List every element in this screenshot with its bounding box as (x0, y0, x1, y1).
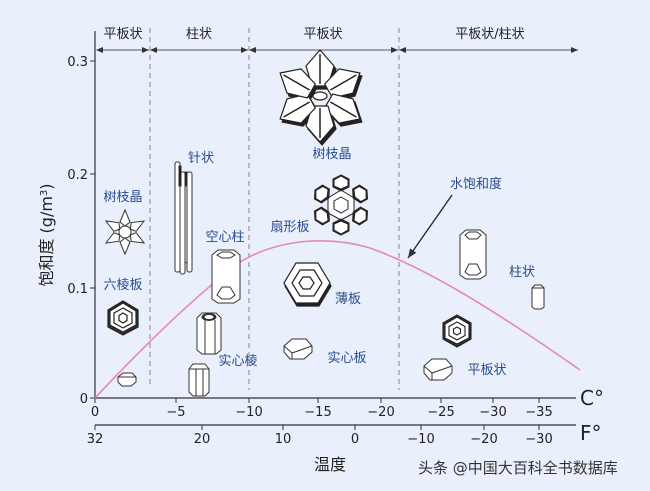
crystal-labels: 树枝晶 六棱板 针状 空心柱 实心棱 树枝晶 扇形板 薄板 实心板 水饱和度 柱… (103, 147, 535, 378)
y-tick-0.3: 0.3 (67, 55, 88, 70)
region-dividers (149, 28, 400, 390)
f-tick-0: 0 (351, 432, 359, 447)
label-sector-plate: 扇形板 (270, 219, 309, 235)
saturation-arrow (407, 194, 453, 259)
c-tick-minus25: −25 (427, 405, 454, 420)
label-dendrite-left: 树枝晶 (103, 190, 142, 205)
small-column-icon (531, 284, 545, 310)
watermark-text: 头条 @中国大百科全书数据库 (418, 459, 618, 477)
label-needle: 针状 (188, 151, 214, 166)
c-unit-label: C° (580, 386, 604, 410)
c-tick-0: 0 (91, 405, 99, 420)
label-plate: 平板状 (467, 363, 506, 378)
hex-plate-icon (107, 300, 139, 336)
x-axis-title: 温度 (314, 455, 346, 474)
region-label-plate-1: 平板状 (103, 27, 142, 42)
y-tick-0.1: 0.1 (67, 282, 88, 297)
f-tick-minus10: −10 (407, 432, 434, 447)
hollow-column-icon (211, 249, 241, 304)
c-tick-minus35: −35 (525, 405, 552, 420)
region-labels: 平板状 柱状 平板状 平板状/柱状 (103, 27, 524, 42)
label-solid-plate: 实心板 (327, 351, 366, 366)
label-water-saturation: 水饱和度 (450, 176, 502, 192)
f-unit-label: F° (580, 421, 602, 445)
y-axis-title: 饱和度 (g/m3) (37, 183, 56, 286)
x-axis-celsius: 0 −5 −10 −15 −20 −25 −30 −35 C° (91, 386, 604, 420)
dendrite-small-icon (104, 208, 146, 256)
region-label-plate-2: 平板状 (303, 27, 342, 42)
label-hex-plate: 六棱板 (103, 277, 142, 293)
region-label-column: 柱状 (186, 27, 212, 42)
region-label-plate-column: 平板状/柱状 (455, 27, 524, 42)
f-tick-minus30: −30 (525, 432, 552, 447)
y-axis: 0.3 0.2 0.1 0 饱和度 (g/m3) (37, 31, 96, 407)
f-tick-minus20: −20 (470, 432, 497, 447)
f-tick-32: 32 (87, 432, 104, 447)
x-axis-fahrenheit: 32 20 10 0 −10 −20 −30 F° (87, 421, 602, 447)
c-tick-minus20: −20 (367, 405, 394, 420)
hex-plate-right-icon (442, 314, 472, 348)
label-dendrite-large: 树枝晶 (312, 147, 351, 162)
label-thin-plate: 薄板 (335, 292, 361, 307)
f-tick-20: 20 (194, 432, 211, 447)
plate-right-icon (423, 358, 453, 381)
label-column: 柱状 (509, 265, 535, 280)
thin-plate-icon (283, 262, 332, 307)
sector-plate-icon (313, 174, 369, 236)
solid-prism-icon (196, 312, 222, 355)
label-hollow-column: 空心柱 (205, 230, 244, 245)
c-tick-minus15: −15 (304, 405, 331, 420)
dendrite-large-icon (279, 49, 363, 146)
small-hex-icon (117, 372, 137, 387)
label-solid-prism: 实心棱 (218, 353, 257, 369)
solid-plate-icon (283, 338, 313, 360)
solid-prism-small-icon (188, 363, 210, 397)
c-tick-minus5: −5 (166, 405, 185, 420)
c-tick-minus10: −10 (235, 405, 262, 420)
c-tick-minus30: −30 (479, 405, 506, 420)
needle-icon (174, 161, 193, 275)
y-tick-0: 0 (80, 392, 88, 407)
water-saturation-curve (94, 240, 581, 399)
y-tick-0.2: 0.2 (67, 168, 88, 183)
f-tick-10: 10 (275, 432, 292, 447)
hollow-column-right-icon (459, 229, 487, 280)
